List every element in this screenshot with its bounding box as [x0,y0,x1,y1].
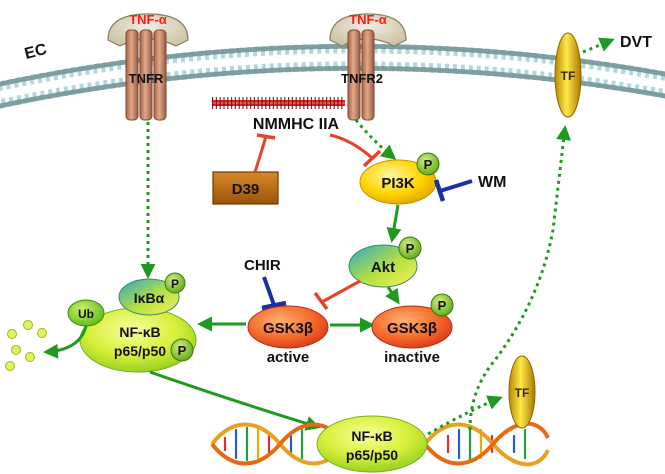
tnfr2-receptor [329,13,407,121]
gsk3b-inactive-node [371,305,453,349]
d39-inhibition-line [253,135,268,173]
chir-inhibition-line [262,276,276,306]
gsk3b-state-inactive: inactive [384,349,440,366]
arrow-nfkb-to-dna [149,370,321,431]
phospho-label-nfkb: P [178,343,187,358]
gsk3b-inactive-label: GSK3β [387,320,437,337]
receptor-label-tnfr2: TNFR2 [341,71,383,86]
arrow-dna-to-tf [427,395,503,436]
arrow-degradation [43,325,88,359]
wm-label: WM [478,174,506,191]
ikba-label: IκBα [134,290,165,306]
phospho-badge-pi3k [416,152,440,176]
tf-label-membrane: TF [561,69,576,83]
phospho-label-gsk: P [438,298,447,313]
pi3k-label: PI3K [381,175,415,192]
chir-label: CHIR [244,257,281,274]
phospho-badge-ikba [164,272,186,294]
akt-label: Akt [371,259,395,276]
akt-inhibition-bar [313,291,329,311]
arrow-tnfr2-to-pi3k [354,119,397,160]
wm-inhibition-bar [433,179,446,202]
chir-inhibition-bar [261,300,287,311]
degradation-dots [5,320,47,371]
tissue-factor-membrane [554,32,582,118]
akt-to-gsk-inhibition [321,279,361,304]
wm-inhibition-line [439,179,473,193]
akt-node [348,244,418,288]
tissue-factor-cytoplasm [508,355,536,429]
d39-label: D39 [232,181,260,198]
nfkb-label-nucleus: NF-κB [351,428,392,444]
p65p50-label-cytoplasm: p65/p50 [114,343,166,359]
ikba-node [118,278,180,316]
nfkb-complex-nucleus [316,415,428,473]
tnfr-receptor [107,13,189,121]
nmmhc-to-pi3k-inhibition [329,133,374,160]
myosin-label: NMMHC IIA [253,116,340,133]
phospho-badge-gsk [430,293,454,317]
arrow-pi3k-to-akt [386,204,402,243]
d39-inhibition-bar [256,133,276,140]
receptor-label-tnfr: TNFR [129,71,164,86]
nfkb-label-cytoplasm: NF-κB [119,324,160,340]
phospho-badge-akt [398,236,422,260]
ubiquitin-label: Ub [78,307,94,321]
phospho-label-pi3k: P [424,157,433,172]
tf-label-cytoplasm: TF [515,386,530,400]
gsk3b-active-label: GSK3β [263,320,313,337]
dna-helix [210,421,550,467]
ligand-label-left: TNF-α [129,12,167,27]
membrane-label: EC [23,41,49,63]
p65p50-label-nucleus: p65/p50 [346,447,398,463]
phospho-label-akt: P [406,241,415,256]
phospho-label-ikba: P [171,277,179,291]
arrow-tf-to-membrane [468,125,572,431]
outcome-label: DVT [620,34,652,51]
nmmhc-inhibition-bar [362,149,382,168]
gsk3b-active-node [247,305,329,349]
arrow-akt-to-gsk-inactive [385,286,400,305]
d39-box [212,171,279,205]
gsk3b-state-active: active [267,349,310,366]
phospho-badge-nfkb [170,338,194,362]
arrow-tf-to-dvt [582,37,615,54]
ligand-label-right: TNF-α [349,12,387,27]
